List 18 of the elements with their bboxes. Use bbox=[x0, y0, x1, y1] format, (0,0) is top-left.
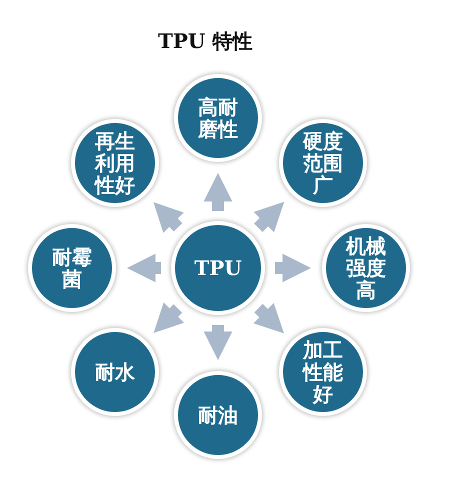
feature-label: 再生利用性好 bbox=[94, 130, 136, 196]
block-arrow bbox=[153, 202, 184, 233]
feature-label: 耐水 bbox=[94, 361, 136, 383]
feature-label: 高耐磨性 bbox=[197, 96, 239, 140]
feature-label: 加工性能好 bbox=[302, 339, 344, 405]
block-arrow bbox=[253, 302, 284, 334]
block-arrow bbox=[126, 254, 161, 282]
diagram-title: TPU 特性 bbox=[158, 28, 252, 55]
feature-label: TPU bbox=[193, 257, 243, 279]
block-arrow bbox=[254, 202, 284, 232]
feature-label: 耐油 bbox=[197, 404, 239, 426]
block-arrow bbox=[154, 302, 184, 333]
block-arrow bbox=[204, 325, 232, 360]
block-arrow bbox=[204, 172, 232, 211]
feature-label: 耐霉菌 bbox=[51, 246, 93, 290]
block-arrow bbox=[275, 254, 312, 282]
feature-label: 机械强度高 bbox=[345, 235, 387, 301]
feature-label: 硬度范围广 bbox=[302, 130, 344, 196]
